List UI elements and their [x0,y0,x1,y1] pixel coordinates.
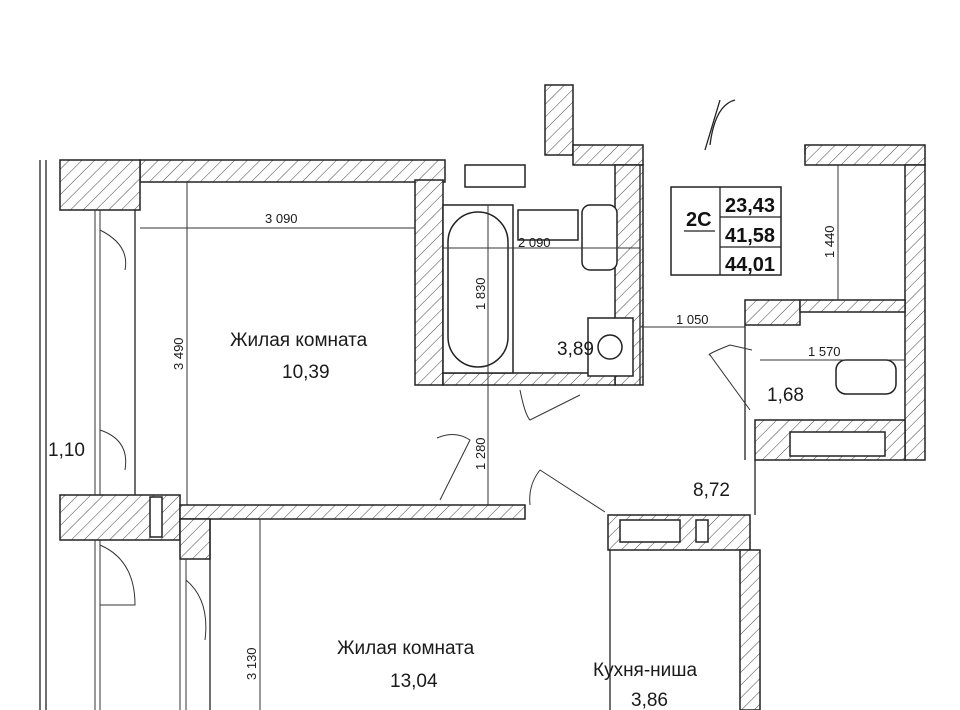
room-living2-area: 13,04 [390,671,438,692]
dim-1050: 1 050 [676,312,709,327]
dim-3130: 3 130 [244,647,259,680]
room-balcony-area: 1,10 [48,440,85,461]
apartment-type: 2С [686,209,712,231]
dim-3090: 3 090 [265,211,298,226]
dim-3490: 3 490 [171,337,186,370]
doors [436,344,753,513]
fixtures [442,164,897,543]
dim-1570: 1 570 [808,344,841,359]
apartment-area-total: 41,58 [725,225,775,247]
dim-2090: 2 090 [518,235,551,250]
room-hall-area: 8,72 [693,480,730,501]
dim-1440: 1 440 [822,225,837,258]
room-kitchen-name: Кухня-ниша [593,660,698,681]
dim-1830: 1 830 [473,277,488,310]
apartment-area-with-balcony: 44,01 [725,254,775,276]
dimension-lines [140,165,905,710]
dim-1280: 1 280 [473,437,488,470]
room-bathroom-area: 3,89 [557,339,594,360]
room-living1-area: 10,39 [282,362,330,383]
room-kitchen-area: 3,86 [631,690,668,710]
balcony-frames [39,160,207,710]
room-wc-area: 1,68 [767,385,804,406]
room-living1-name: Жилая комната [230,330,368,351]
room-living2-name: Жилая комната [337,638,475,659]
apartment-area-living: 23,43 [725,195,775,217]
apartment-info-box: 2С 23,43 41,58 44,01 [670,186,782,276]
interior-lines [209,99,806,710]
